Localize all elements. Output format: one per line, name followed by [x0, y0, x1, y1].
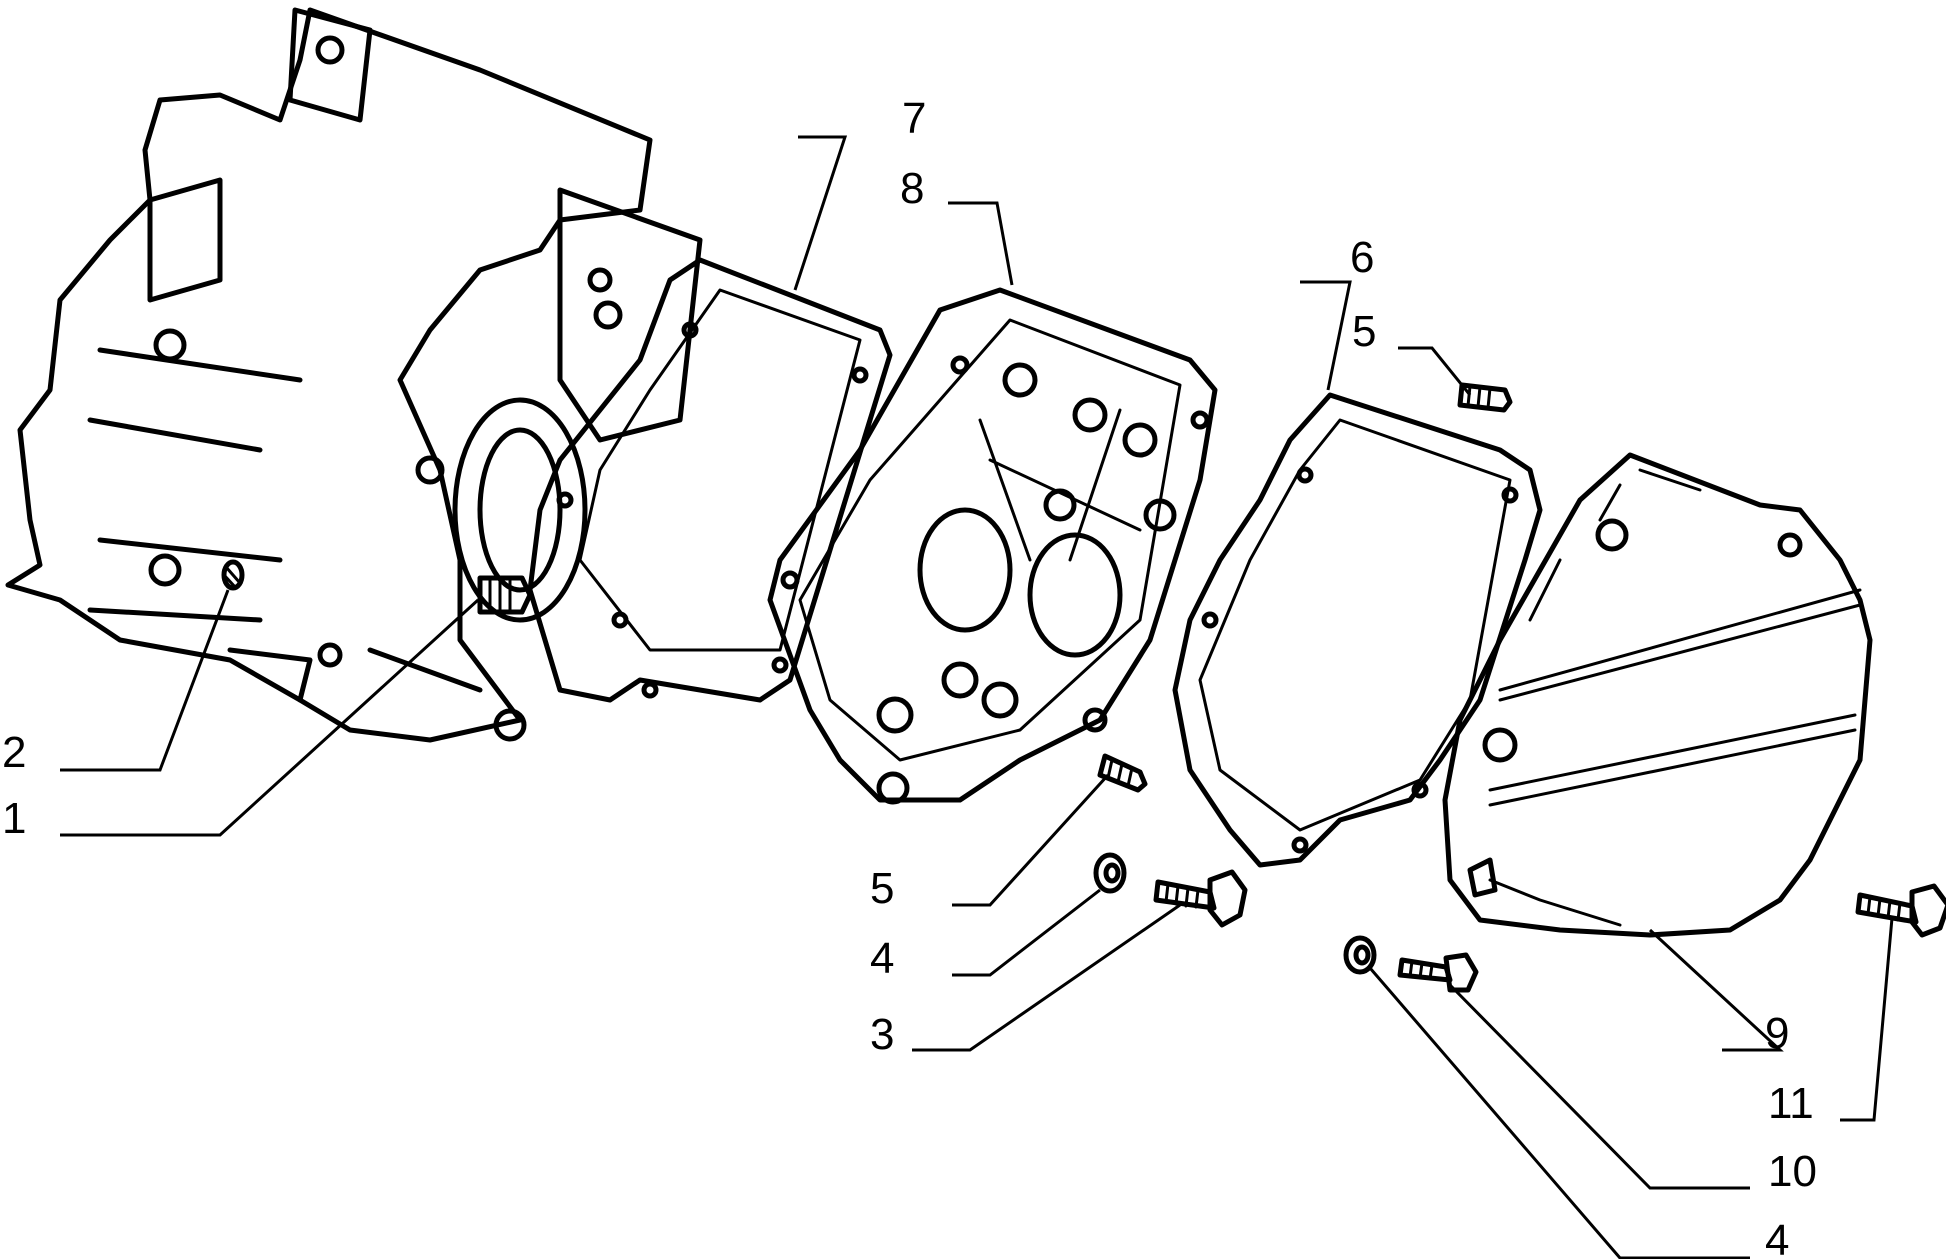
washer-part-4-middle	[1093, 852, 1127, 894]
stud-part-5-upper	[1457, 382, 1513, 413]
plate-part-8	[767, 287, 1218, 805]
leader-lines	[60, 135, 1894, 1259]
callout-6: 6	[1350, 233, 1374, 282]
callout-3: 3	[870, 1010, 894, 1059]
gasket-part-6	[1172, 392, 1543, 868]
callout-labels: 7 8 6 5 2 1 5 4 3 9 11 10 4	[2, 94, 1817, 1259]
callout-11: 11	[1768, 1079, 1814, 1128]
stud-part-1	[477, 575, 533, 615]
callout-9: 9	[1765, 1009, 1789, 1058]
washer-part-4-lower	[1343, 935, 1377, 975]
bolt-part-3	[1153, 869, 1248, 928]
callout-5-upper: 5	[1352, 307, 1376, 356]
callout-8: 8	[900, 164, 924, 213]
callout-10: 10	[1768, 1147, 1817, 1196]
gasket-part-7	[527, 257, 893, 703]
callout-2: 2	[2, 728, 26, 777]
gearbox-housing	[5, 7, 703, 743]
callout-7: 7	[902, 94, 926, 143]
callout-1: 1	[2, 794, 26, 843]
cover-part-9	[1442, 452, 1873, 938]
callout-5-lower: 5	[870, 864, 894, 913]
bolt-part-10	[1397, 952, 1479, 993]
stud-part-5-lower	[1097, 753, 1148, 793]
stud-part-2	[221, 559, 245, 591]
callout-4-middle: 4	[870, 934, 894, 983]
callout-4-lower: 4	[1765, 1216, 1789, 1259]
bolt-part-11	[1855, 883, 1946, 938]
